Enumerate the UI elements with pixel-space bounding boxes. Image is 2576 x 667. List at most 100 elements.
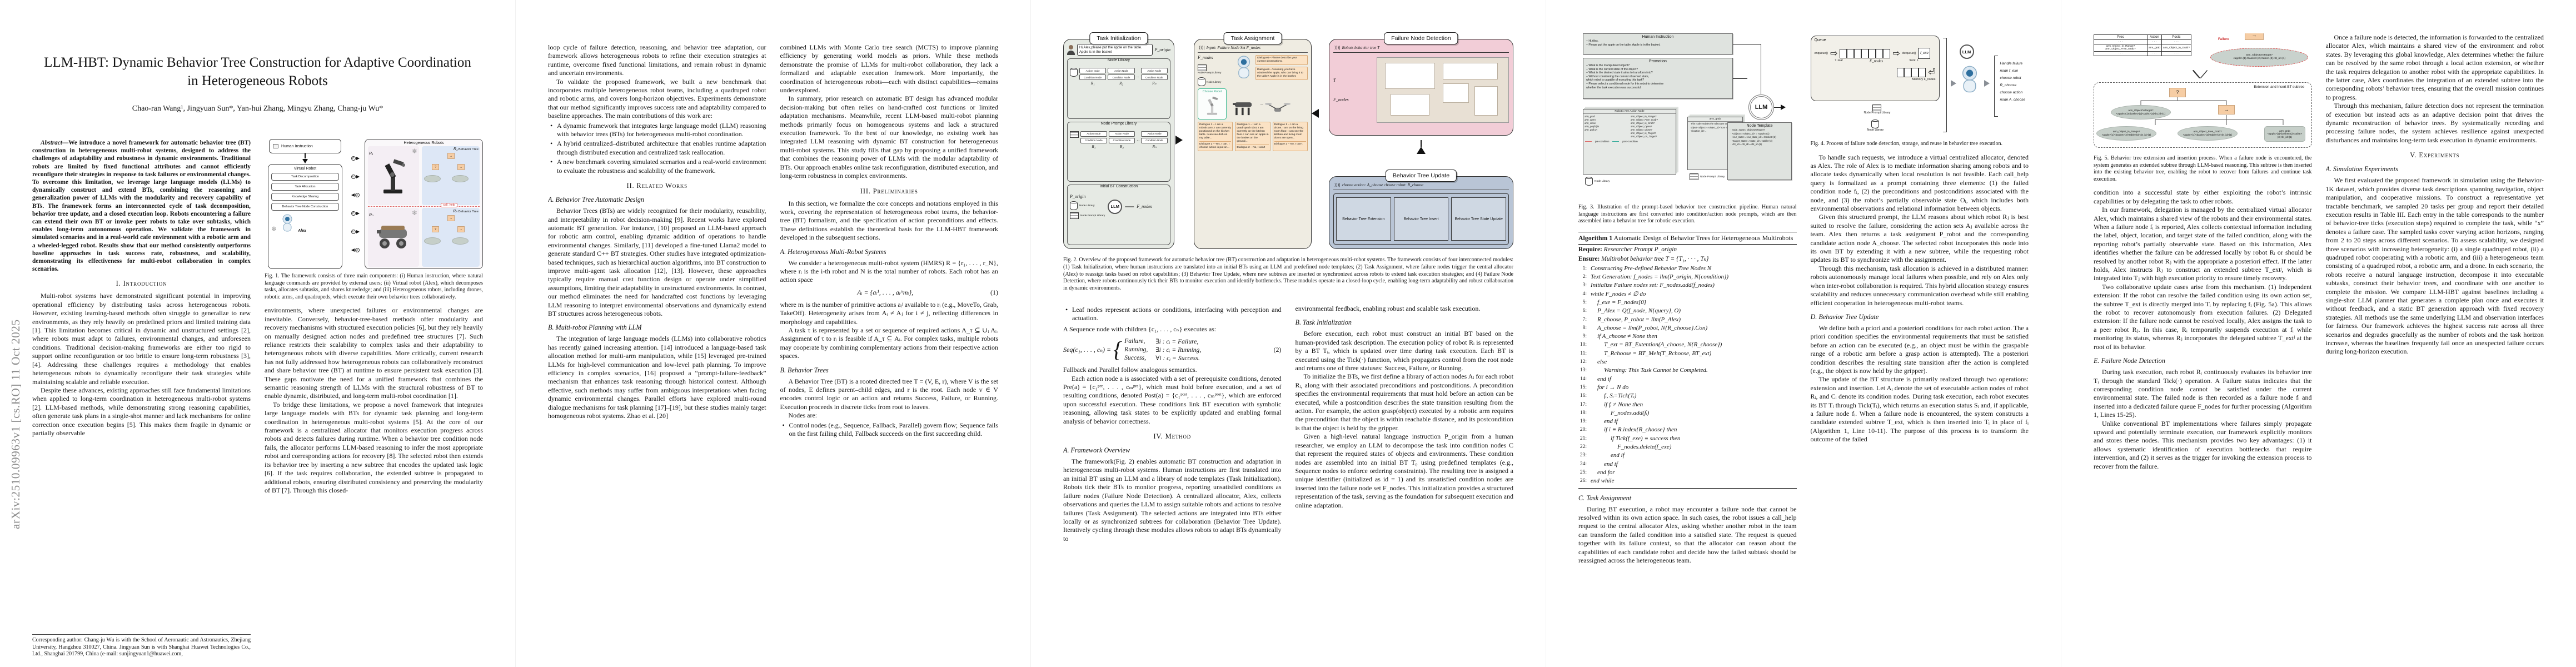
subsection-heading: A. Behavior Tree Automatic Design bbox=[548, 196, 644, 204]
paragraph: Once a failure node is detected, the inf… bbox=[2325, 33, 2544, 101]
fallback-node: ? bbox=[2169, 88, 2186, 97]
database-icon bbox=[1585, 177, 1593, 186]
bt-state-update-box: Behavior Tree State Update bbox=[1451, 197, 1507, 241]
figure-2: Task Initialization Hi,Alex,please put t… bbox=[1063, 31, 1513, 249]
section-method: IV. Method bbox=[1153, 432, 1192, 441]
subsection-heading: B. Behavior Trees bbox=[780, 366, 829, 374]
paragraph: The update of the BT structure is primar… bbox=[1810, 375, 2029, 444]
abstract-label: Abstract— bbox=[41, 140, 69, 146]
database-icon bbox=[1198, 77, 1205, 86]
paragraph: The integration of large language models… bbox=[548, 335, 766, 420]
paragraph: To validate the proposed framework, we b… bbox=[548, 77, 766, 120]
subsection-heading: A. Heterogeneous Multi-Robot Systems bbox=[780, 247, 886, 256]
page-3: Task Initialization Hi,Alex,please put t… bbox=[1030, 0, 1546, 667]
paragraph: We first evaluated the proposed framewor… bbox=[2325, 176, 2544, 356]
paragraph: Unlike conventional BT implementations w… bbox=[2094, 419, 2312, 470]
paragraph: The framework(Fig. 2) enables automatic … bbox=[1063, 457, 1282, 542]
p2-col-1: loop cycle of failure detection, reasoni… bbox=[548, 43, 766, 659]
paragraph: where mᵢ is the number of primitive acti… bbox=[780, 300, 999, 326]
figure-1: Human Instruction Virtual Robot Task Dec… bbox=[265, 139, 483, 269]
paragraph: environmental feedback, enabling robust … bbox=[1295, 305, 1481, 312]
contribution-item: A dynamic framework that integrates larg… bbox=[548, 122, 766, 139]
module-box: Task Decomposition bbox=[271, 173, 339, 181]
arrow-right-icon bbox=[1984, 80, 1990, 87]
paragraph: In summary, prior research on automatic … bbox=[780, 94, 999, 180]
p4-col-2: Queue enqueue()⇨ ⇨dequeue() f_exe ⇧ rear… bbox=[1810, 33, 2029, 659]
dialogue-box: Dialogue2– Assuming you have obtained th… bbox=[1255, 67, 1308, 80]
post-condition-line bbox=[1612, 141, 1620, 142]
figure-4: Queue enqueue()⇨ ⇨dequeue() f_exe ⇧ rear… bbox=[1810, 33, 2029, 137]
paragraph: Fallback and Parallel follow analogous s… bbox=[1063, 366, 1197, 374]
paragraph: Nodes are: bbox=[788, 411, 818, 420]
paragraph: To handle such requests, we introduce a … bbox=[1810, 153, 2029, 213]
quadruped-robot-icon bbox=[377, 226, 407, 248]
database-icon bbox=[1070, 68, 1078, 77]
equation-2: Seq(c₁, . . . , cₙ) = { Failure,∃i : cᵢ … bbox=[1063, 337, 1282, 362]
prompt-questions: – What is the manipulated object?– What … bbox=[1586, 64, 1664, 89]
llm-icon: LLM bbox=[1748, 94, 1774, 120]
speech-bubble: Hi,Alex,please put the apple on the tabl… bbox=[1077, 44, 1153, 56]
paragraph: Through this mechanism, failure detectio… bbox=[2325, 102, 2544, 144]
figure-4-caption: Fig. 4. Process of failure node detectio… bbox=[1810, 141, 2002, 147]
paragraph: Behavior Trees (BTs) are widely recogniz… bbox=[548, 207, 766, 317]
llm-output-list: Handle failure node f_exe choose robot R… bbox=[2000, 62, 2026, 102]
equation-1: Aᵢ = {aᵢ¹, . . . , aᵢ^mᵢ},(1) bbox=[857, 288, 998, 296]
p1-col-2: Human Instruction Virtual Robot Task Dec… bbox=[265, 139, 483, 660]
paragraph: environments, where unexpected failures … bbox=[265, 306, 483, 400]
person-icon bbox=[1067, 44, 1075, 55]
paragraph: loop cycle of failure detection, reasoni… bbox=[548, 43, 766, 77]
sequence-node: → bbox=[2218, 105, 2235, 115]
llm-icon: LLM bbox=[1959, 44, 1974, 59]
section-experiments: V. Experiments bbox=[2410, 151, 2460, 160]
page-1: arXiv:2510.09963v1 [cs.RO] 11 Oct 2025 L… bbox=[0, 0, 515, 667]
books-icon bbox=[1070, 131, 1079, 138]
paragraph: A Sequence node with children {c₁, . . .… bbox=[1063, 325, 1217, 333]
paragraph: Each action node a is associated with a … bbox=[1063, 374, 1282, 425]
dialogue-box: Dialogue 1 – I am a robotic arm. I am cu… bbox=[1198, 122, 1233, 151]
paper-title: LLM-HBT: Dynamic Behavior Tree Construct… bbox=[44, 55, 471, 88]
paragraph: In our framework, delegation is managed … bbox=[2094, 206, 2312, 282]
author-footnote: Corresponding author: Chang-ju Wu is wit… bbox=[32, 634, 251, 658]
arxiv-stamp: arXiv:2510.09963v1 [cs.RO] 11 Oct 2025 bbox=[9, 319, 22, 529]
chat-icon bbox=[273, 144, 278, 148]
p2-col-2: combined LLMs with Monte Carlo tree sear… bbox=[780, 43, 999, 659]
books-icon bbox=[1690, 173, 1698, 180]
failure-node: arm_ObjectOnTarget?<apple>(1)<basket>(2)… bbox=[2210, 48, 2308, 67]
section-introduction: I. Introduction bbox=[116, 280, 167, 288]
robot-cell: R₁❄ bbox=[368, 146, 419, 205]
bt-insert-box: Behavior Tree Insert bbox=[1393, 197, 1449, 241]
action-node: arm_grab<apple>(1)<basket>(2)<table>(3)<… bbox=[2264, 126, 2305, 142]
condition-node: arm_Object_in_Range?<apple>(1)<basket>(2… bbox=[2096, 126, 2156, 141]
module-box: Behavior Tree Node Construction bbox=[271, 203, 339, 211]
paragraph: In this section, we formalize the core c… bbox=[780, 199, 999, 242]
initial-bt-construction-box: Initial BT Construction P_origin Node Li… bbox=[1067, 185, 1170, 246]
llm-icon: LLM bbox=[1108, 199, 1123, 214]
subsection-heading: E. Failure Node Detection bbox=[2094, 357, 2165, 365]
dialogue-box: Dialogue 1 – I am a drone. I am on the l… bbox=[1272, 122, 1308, 151]
figure-1-caption: Fig. 1. The framework consists of three … bbox=[265, 273, 483, 300]
p5-col-2: Once a failure node is detected, the inf… bbox=[2326, 33, 2544, 659]
p3-col-2: environmental feedback, enabling robust … bbox=[1296, 305, 1514, 659]
extension-subtree-box: Extension and Insert BT subtree ? arm_Ob… bbox=[2094, 82, 2312, 148]
paragraph: combined LLMs with Monte Carlo tree sear… bbox=[780, 43, 999, 94]
failure-node-detection-panel: Failure Node Detection ⟩⟩⟩|Robots behavi… bbox=[1329, 32, 1513, 136]
paragraph: A task τ is represented by a set or sequ… bbox=[780, 326, 999, 360]
abstract: Abstract—We introduce a novel framework … bbox=[32, 140, 251, 273]
paragraph: A Behavior Tree (BT) is a rooted directe… bbox=[780, 377, 999, 411]
behavior-tree-update-panel: Behavior Tree Update ⟩⟩⟩|choose action: … bbox=[1329, 170, 1513, 249]
paper-header: LLM-HBT: Dynamic Behavior Tree Construct… bbox=[39, 53, 476, 113]
paragraph: During task execution, each robot Rᵢ con… bbox=[2094, 368, 2312, 419]
condition-node: arm_ObjectOnTarget?<apple>(1)<basket>(2)… bbox=[2111, 105, 2171, 120]
paragraph: Before execution, each robot must constr… bbox=[1295, 330, 1514, 372]
sequence-node: → bbox=[2245, 33, 2264, 40]
condition-node: arm_Object_Free_Grab?<apple>(1)<basket>(… bbox=[2178, 126, 2238, 141]
queue-cells bbox=[1840, 48, 1891, 58]
page-2: loop cycle of failure detection, reasoni… bbox=[515, 0, 1030, 667]
pre-condition-line bbox=[1585, 141, 1592, 142]
subsection-heading: B. Task Initialization bbox=[1295, 318, 1352, 327]
mini-behavior-tree: → ? → bbox=[423, 215, 479, 247]
